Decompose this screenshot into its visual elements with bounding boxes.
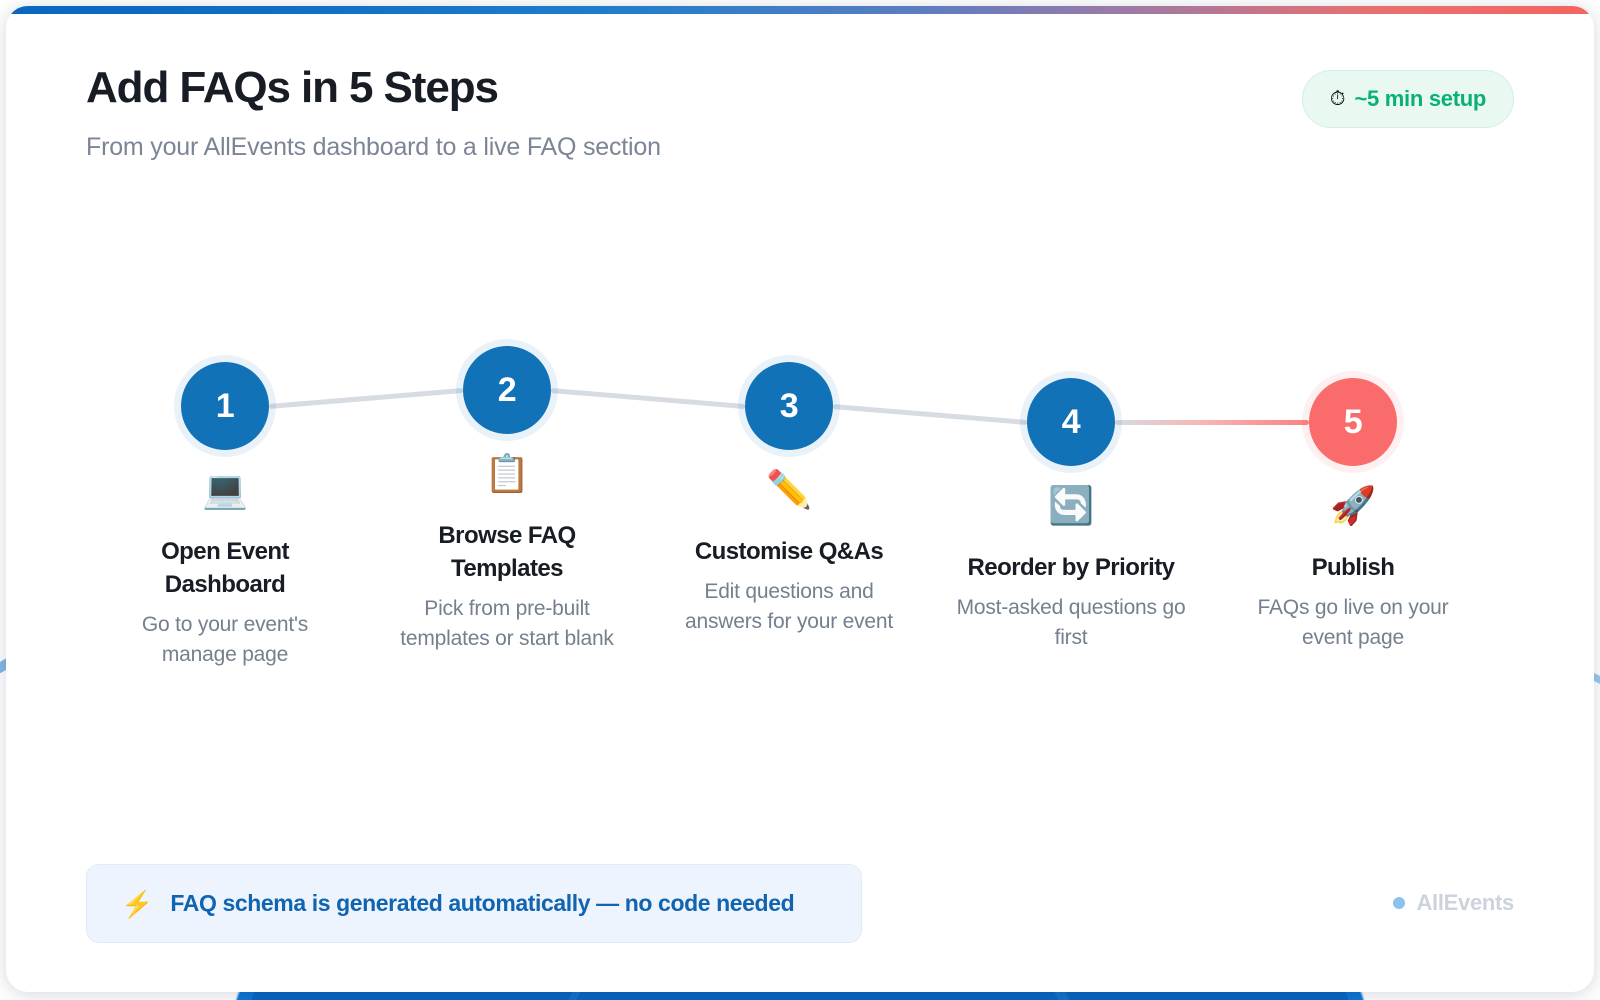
- step-description: Most-asked questions go first: [956, 596, 1186, 649]
- step-title: Reorder by Priority: [967, 554, 1176, 581]
- stopwatch-icon: ⏱: [1329, 88, 1346, 110]
- step-title: Publish: [1311, 554, 1395, 581]
- top-accent-gradient-bar: [6, 6, 1594, 14]
- page-title: Add FAQs in 5 Steps: [86, 63, 499, 112]
- brand-label: AllEvents: [1416, 890, 1514, 915]
- laptop-icon: 💻: [201, 469, 249, 510]
- step-number-badge: 3: [745, 362, 833, 450]
- step-description: Edit questions and answers for your even…: [684, 580, 894, 633]
- step-number-badge: 5: [1309, 378, 1397, 466]
- pencil-icon: ✏️: [765, 469, 813, 510]
- footnote-label: FAQ schema is generated automatically — …: [170, 890, 795, 916]
- clipboard-icon: 📋: [483, 453, 531, 494]
- step-connector: [1115, 419, 1309, 425]
- lightning-bolt-icon: ⚡: [121, 888, 154, 919]
- step-description: Go to your event's manage page: [141, 613, 309, 667]
- step-1: 1 💻 Open Event Dashboard Go to your event's…: [107, 362, 343, 670]
- setup-time-label: ~5 min setup: [1354, 86, 1487, 111]
- refresh-arrows-icon: 🔄: [1047, 485, 1095, 526]
- page-subtitle: From your AllEvents dashboard to a live …: [86, 133, 661, 162]
- step-title: Customise Q&As: [694, 538, 884, 565]
- infographic-card: Add FAQs in 5 Steps From your AllEvents …: [6, 6, 1594, 992]
- step-description: Pick from pre-built templates or start b…: [400, 597, 614, 651]
- setup-time-badge: ⏱ ~5 min setup: [1301, 70, 1514, 128]
- step-title: Browse FAQ Templates: [438, 522, 576, 583]
- step-number-badge: 4: [1027, 378, 1115, 466]
- step-number-badge: 2: [463, 346, 551, 434]
- steps-timeline: 1 💻 Open Event Dashboard Go to your event's…: [6, 306, 1594, 736]
- footnote-callout: ⚡ FAQ schema is generated automatically …: [86, 864, 862, 943]
- header: Add FAQs in 5 Steps From your AllEvents …: [86, 63, 1514, 184]
- brand-dot-icon: [1393, 897, 1406, 909]
- step-number-badge: 1: [181, 362, 269, 450]
- rocket-icon: 🚀: [1329, 485, 1377, 526]
- step-title: Open Event Dashboard: [161, 538, 289, 599]
- step-description: FAQs go live on your event page: [1257, 596, 1449, 649]
- brand-mark: AllEvents: [1393, 890, 1514, 916]
